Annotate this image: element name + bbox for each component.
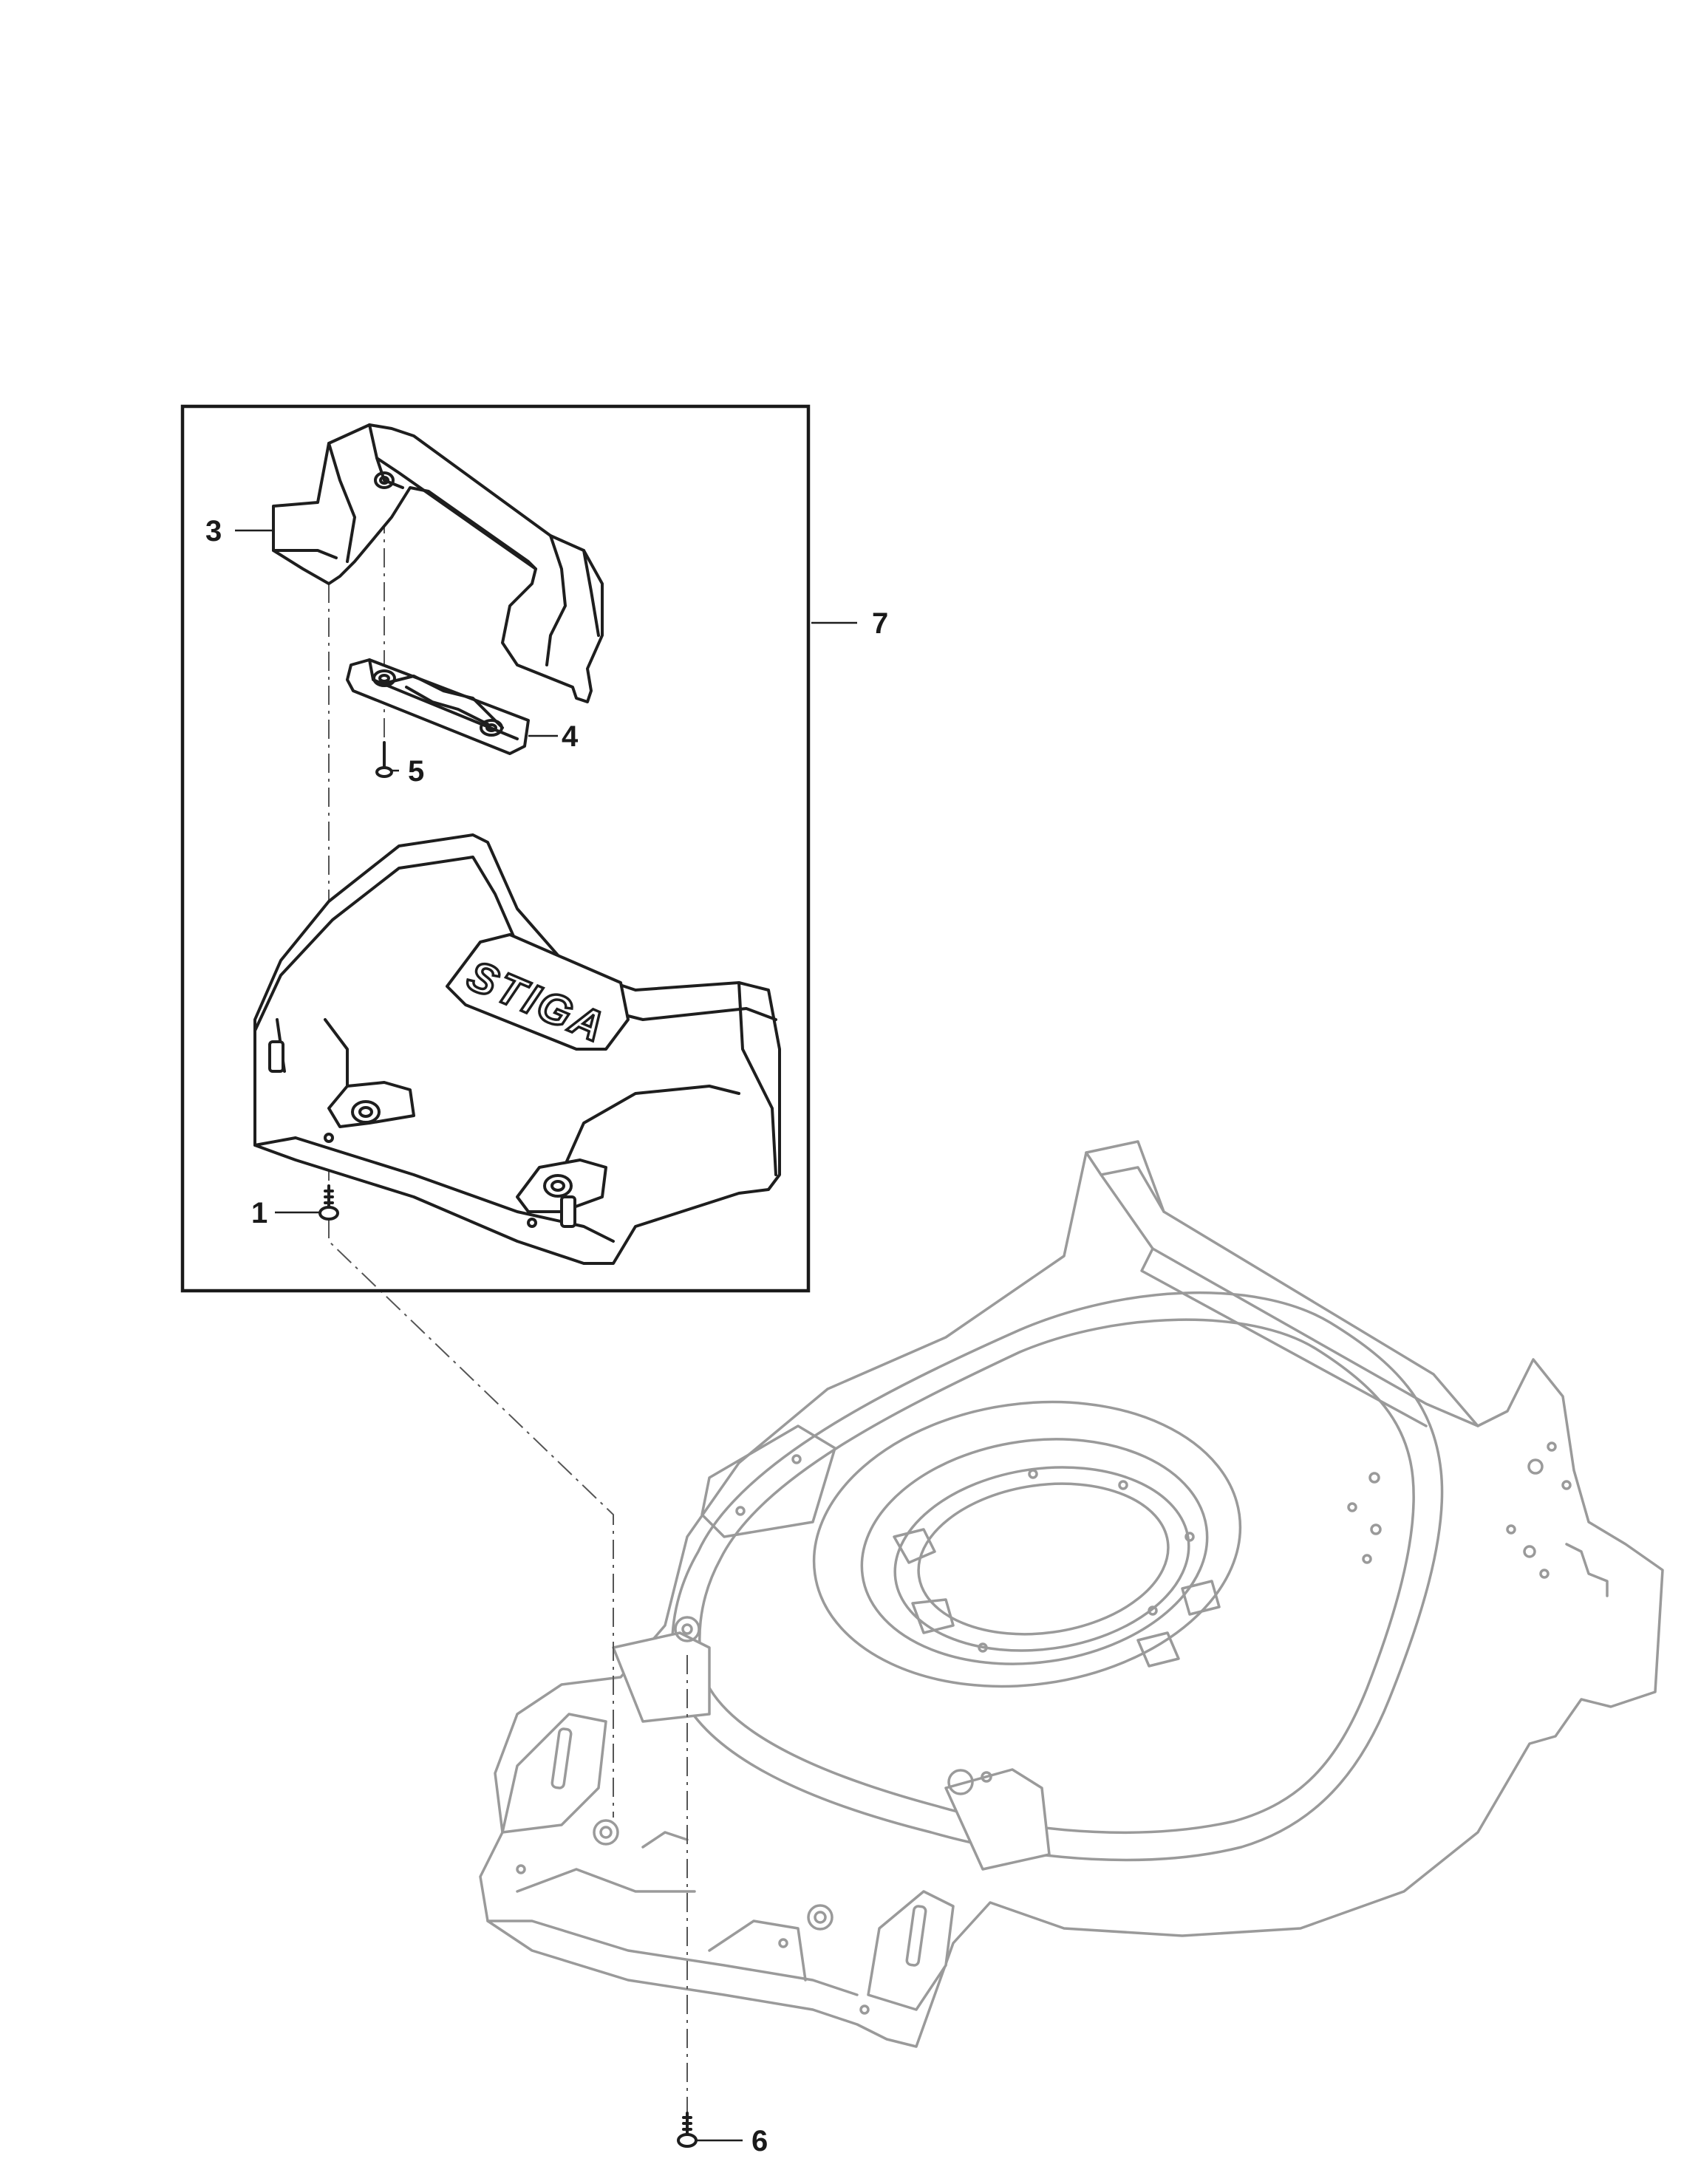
kit-frame bbox=[180, 404, 811, 1293]
callout-labels: 3 7 4 5 1 6 bbox=[205, 515, 888, 2157]
mower-deck bbox=[479, 1140, 1664, 2048]
lower-handle-body: STIGA bbox=[253, 833, 781, 1265]
screw-part-6 bbox=[677, 2112, 698, 2148]
callout-4: 4 bbox=[562, 720, 579, 753]
upper-handle-part-3 bbox=[272, 423, 604, 703]
screw-part-5 bbox=[375, 741, 393, 778]
callout-7: 7 bbox=[872, 607, 888, 640]
callout-6: 6 bbox=[751, 2125, 768, 2157]
callout-3: 3 bbox=[205, 515, 222, 547]
callout-1: 1 bbox=[251, 1197, 267, 1229]
mounting-plate-part-4 bbox=[346, 658, 530, 755]
screw-part-1 bbox=[318, 1184, 339, 1221]
leader-lines bbox=[235, 529, 857, 2142]
callout-5: 5 bbox=[408, 755, 424, 788]
